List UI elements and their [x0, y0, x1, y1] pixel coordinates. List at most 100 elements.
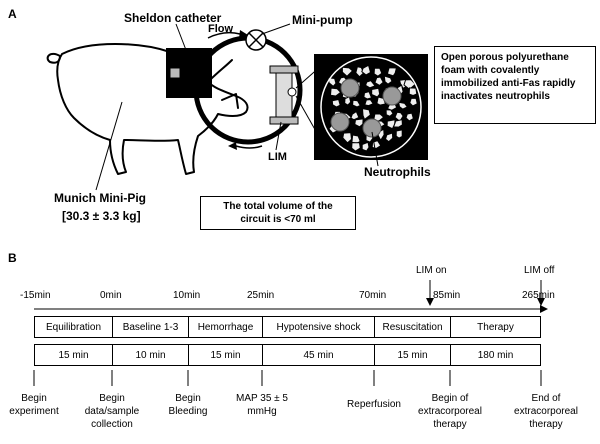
foam-cell — [409, 97, 418, 107]
foam-cell — [405, 112, 414, 122]
pig-label: Munich Mini-Pig — [54, 191, 146, 205]
foam-cell — [384, 132, 394, 143]
lim-cap-bottom — [269, 116, 299, 125]
time-label-85: 85min — [433, 290, 461, 301]
catheter-pointer — [175, 23, 187, 51]
event-begin-collection: Begin data/sample collection — [84, 393, 140, 430]
neutrophil-pointer — [371, 131, 379, 167]
foam-cell — [374, 76, 384, 87]
phase-baseline: Baseline 1-3 — [113, 317, 189, 337]
foam-cell — [341, 66, 354, 77]
lim-cap-top — [269, 65, 299, 74]
pig-weight: [30.3 ± 3.3 kg] — [62, 209, 141, 223]
foam-cell — [344, 96, 352, 106]
foam-cell — [351, 142, 361, 152]
event-begin-bleeding: Begin Bleeding — [168, 393, 208, 417]
duration-hemorrhage: 15 min — [189, 345, 263, 365]
foam-cell — [329, 87, 342, 97]
event-begin-experiment: Begin experiment — [9, 393, 59, 417]
foam-cell — [355, 66, 365, 78]
event-reperfusion: Reperfusion — [347, 399, 401, 410]
time-label-25: 25min — [247, 290, 275, 301]
foam-cell — [385, 109, 394, 117]
flow-arrowhead-bottom — [228, 142, 237, 150]
pig-pointer — [95, 101, 123, 191]
foam-cell — [392, 118, 403, 128]
lim-off-arrowhead — [537, 298, 545, 306]
foam-note-box: Open porous polyurethane foam with coval… — [434, 46, 596, 124]
foam-cell — [371, 87, 381, 98]
duration-bar: 15 min 10 min 15 min 45 min 15 min 180 m… — [34, 344, 541, 366]
neutrophils-label: Neutrophils — [364, 165, 431, 179]
foam-cell — [331, 98, 341, 108]
foam-cell — [350, 110, 360, 121]
foam-cell — [364, 99, 374, 107]
time-label-265: 265min — [522, 290, 555, 301]
catheter-label: Sheldon catheter — [124, 11, 222, 25]
foam-cell — [342, 132, 353, 144]
neutrophil-cell — [330, 112, 350, 132]
event-map: MAP 35 ± 5 mmHg — [236, 393, 288, 417]
flow-label: Flow — [208, 23, 234, 35]
foam-cell — [398, 101, 409, 110]
flow-arrowhead-top — [239, 30, 248, 39]
phase-equilibration: Equilibration — [35, 317, 113, 337]
neutrophil-cell — [362, 118, 382, 138]
event-begin-therapy: Begin of extracorporeal therapy — [418, 393, 482, 430]
flow-arrow-bottom — [235, 145, 263, 149]
foam-note-text: Open porous polyurethane foam with coval… — [441, 52, 576, 102]
phase-hemorrhage: Hemorrhage — [189, 317, 263, 337]
lim-on-arrowhead — [426, 298, 434, 306]
flow-arrow-top — [207, 31, 241, 39]
foam-cell — [361, 64, 372, 76]
lim-magnifier — [287, 87, 297, 97]
lim-on-label: LIM on — [416, 265, 447, 276]
duration-hypotensive-shock: 45 min — [263, 345, 375, 365]
foam-cell — [386, 119, 396, 130]
foam-structure — [320, 56, 422, 158]
magnifier-ring — [320, 56, 422, 158]
panel-a-label: A — [8, 7, 17, 21]
time-label-70: 70min — [359, 290, 387, 301]
pump-label: Mini-pump — [292, 13, 353, 27]
volume-note-box: The total volume of the circuit is <70 m… — [200, 196, 356, 230]
foam-cell — [361, 141, 370, 152]
foam-cell — [364, 80, 376, 89]
phase-therapy: Therapy — [477, 321, 514, 333]
pump-cross — [248, 32, 264, 48]
volume-note-text: The total volume of the circuit is <70 m… — [223, 201, 333, 225]
neutrophil-cell — [340, 78, 360, 98]
phase-hypotensive-shock: Hypotensive shock — [263, 317, 375, 337]
timeline-arrowhead — [540, 305, 548, 313]
duration-resuscitation: 15 min — [375, 345, 451, 365]
pig-drawing — [46, 43, 249, 175]
foam-cell — [386, 67, 398, 77]
foam-cell — [361, 107, 371, 121]
phase-bar: Equilibration Baseline 1-3 Hemorrhage Hy… — [34, 316, 541, 338]
duration-therapy: 180 min — [477, 349, 514, 361]
duration-baseline: 10 min — [113, 345, 189, 365]
catheter-port — [169, 67, 181, 79]
lim-off-label: LIM off — [524, 265, 555, 276]
phase-resuscitation: Resuscitation — [375, 317, 451, 337]
event-ticks — [33, 370, 542, 386]
foam-panel — [314, 54, 428, 160]
time-label-0: 0min — [100, 290, 122, 301]
neutrophil-cell — [382, 86, 402, 106]
panel-b-label: B — [8, 251, 17, 265]
duration-equilibration: 15 min — [35, 345, 113, 365]
foam-cell — [383, 75, 393, 85]
time-label-10: 10min — [173, 290, 201, 301]
lim-pointer — [275, 121, 282, 151]
foam-cell — [408, 87, 418, 97]
foam-cell — [354, 118, 364, 128]
foam-cell — [395, 129, 403, 139]
lim-label: LIM — [268, 151, 287, 163]
pump-pointer — [261, 23, 291, 35]
event-end-therapy: End of extracorporeal therapy — [514, 393, 578, 430]
time-label-minus15: -15min — [20, 290, 51, 301]
foam-cell — [373, 67, 383, 77]
foam-cell — [352, 99, 362, 108]
foam-cell — [363, 91, 373, 100]
